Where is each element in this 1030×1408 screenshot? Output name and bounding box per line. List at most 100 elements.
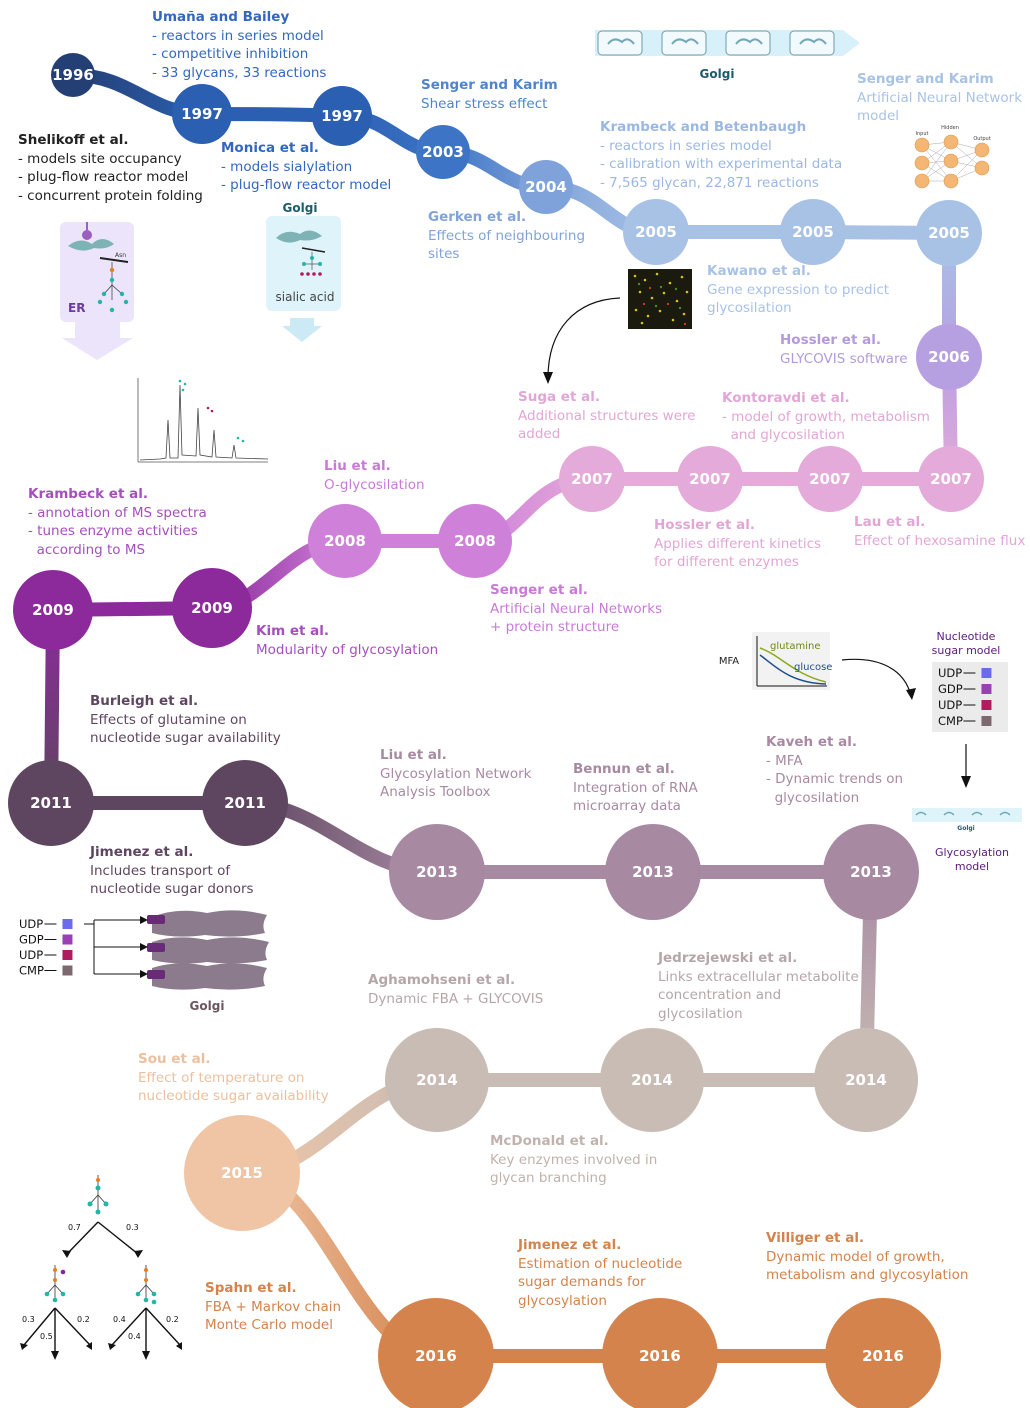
entry-line: Analysis Toolbox [380, 784, 491, 800]
ms-spectrum-illustration [137, 378, 269, 463]
prob-rm: 0.4 [128, 1332, 141, 1341]
node-2005-c: 2005 [916, 200, 982, 266]
entry-title: Monica et al. [221, 140, 319, 156]
sugar-color-swatch [981, 716, 992, 726]
entry-lau: Lau et al. Effect of hexosamine flux [854, 513, 1025, 550]
entry-line: microarray data [573, 798, 681, 814]
entry-line: Key enzymes involved in [490, 1151, 658, 1168]
nucleotide-sugar-model-label-2: sugar model [932, 644, 1001, 657]
glutamine-label: glutamine [770, 641, 821, 652]
entry-title: Liu et al. [324, 458, 391, 474]
nn-output-label: Output [973, 136, 990, 142]
entry-line: nucleotide sugar donors [90, 881, 254, 897]
neural-network-illustration: Input Hidden Output [914, 125, 991, 189]
entry-line: Integration of RNA [573, 779, 698, 796]
node-2016-c: 2016 [825, 1298, 941, 1408]
node-2006: 2006 [916, 324, 982, 390]
entry-line: Estimation of nucleotide [518, 1255, 683, 1272]
year-label: 2015 [221, 1164, 263, 1182]
year-label: 2007 [571, 470, 613, 488]
entry-umana-bailey: Umaña and Bailey - reactors in series mo… [152, 8, 326, 82]
entry-line: metabolism and glycosylation [766, 1267, 969, 1283]
year-label: 2009 [32, 601, 74, 619]
entry-title: Kaveh et al. [766, 734, 858, 750]
entry-line: glycan branching [490, 1170, 607, 1186]
markov-chain-tree: 0.7 0.3 0.3 0.5 0.2 0.4 0.4 0.2 [20, 1175, 182, 1360]
entry-title: Kawano et al. [707, 263, 811, 279]
node-2016-a: 2016 [378, 1298, 494, 1408]
er-label: ER [68, 301, 85, 315]
entry-line: Dynamic model of growth, [766, 1248, 945, 1265]
entry-title: Bennun et al. [573, 761, 675, 777]
node-2005-a: 2005 [623, 199, 689, 265]
entry-line: glycosilation [707, 300, 792, 316]
entry-title: Aghamohseni et al. [368, 972, 516, 988]
entry-line: Applies different kinetics [654, 535, 822, 552]
node-1996: 1996 [51, 53, 95, 97]
entry-title: Suga et al. [518, 389, 600, 405]
sialic-acid-label: sialic acid [276, 290, 335, 304]
node-2016-b: 2016 [602, 1298, 718, 1408]
entry-title: Shelikoff et al. [18, 132, 129, 148]
entry-aghamohseni: Aghamohseni et al. Dynamic FBA + GLYCOVI… [368, 971, 543, 1008]
prob-rr: 0.2 [166, 1315, 179, 1324]
entry-title: Burleigh et al. [90, 693, 199, 709]
entry-line: Glycosylation Network [380, 765, 532, 782]
sugar-label: UDP [19, 917, 43, 931]
entry-title: Krambeck et al. [28, 486, 148, 502]
node-2008-a: 2008 [308, 504, 382, 578]
sugar-label: CMP [19, 964, 44, 978]
entry-suga: Suga et al. Additional structures were a… [518, 388, 696, 444]
sugar-color-swatch [981, 684, 992, 694]
entry-villiger: Villiger et al. Dynamic model of growth,… [766, 1229, 968, 1285]
entry-liu-2: Liu et al. Glycosylation Network Analysi… [380, 746, 531, 802]
entry-kontoravdi: Kontoravdi et al. - model of growth, met… [722, 389, 930, 445]
year-label: 2004 [525, 178, 567, 196]
mfa-glycosylation-schematic: MFA glutamine glucose Nucleotide sugar m… [719, 630, 1022, 873]
glucose-label: glucose [794, 662, 832, 673]
entry-line: Links extracellular metabolite [658, 968, 859, 985]
year-label: 1996 [52, 66, 94, 84]
sugar-color-swatch [981, 668, 992, 678]
prob-lm: 0.5 [40, 1332, 53, 1341]
prob-ll: 0.3 [22, 1315, 35, 1324]
entry-line: sites [428, 246, 460, 262]
entry-bennun: Bennun et al. Integration of RNA microar… [573, 760, 698, 816]
prob-lr: 0.2 [77, 1315, 90, 1324]
year-label: 2008 [324, 532, 366, 550]
golgi-sialic-illustration: Golgi sialic acid [266, 201, 341, 342]
entry-hossler-2: Hossler et al. Applies different kinetic… [654, 516, 821, 572]
year-label: 2011 [224, 794, 266, 812]
entry-liu-1: Liu et al. O-glycosilation [324, 457, 425, 494]
entry-title: Kontoravdi et al. [722, 390, 850, 406]
entry-kim: Kim et al. Modularity of glycosylation [256, 622, 438, 659]
entry-title: Liu et al. [380, 747, 447, 763]
entry-title: Umaña and Bailey [152, 9, 290, 25]
entry-line: - concurrent protein folding [18, 187, 203, 204]
entry-line: according to MS [28, 541, 146, 558]
year-label: 2011 [30, 794, 72, 812]
golgi-label: Golgi [957, 825, 974, 832]
sugar-label: UDP [938, 698, 962, 712]
entry-title: Sou et al. [138, 1051, 211, 1067]
year-label: 2014 [416, 1071, 458, 1089]
year-label: 2003 [422, 143, 464, 161]
er-illustration: Asn ER [60, 222, 134, 360]
golgi-strip-illustration: Golgi [595, 30, 860, 81]
entry-line: - calibration with experimental data [600, 156, 843, 172]
entry-line: GLYCOVIS software [780, 350, 908, 367]
nucleotide-sugar-transport-diagram: Golgi [84, 910, 269, 1013]
entry-hossler-1: Hossler et al. GLYCOVIS software [780, 331, 908, 368]
entry-line: glycosilation [766, 789, 860, 806]
mfa-label: MFA [719, 656, 739, 667]
entry-line: Effects of glutamine on [90, 711, 247, 728]
node-2014-a: 2014 [385, 1028, 489, 1132]
entry-line: Monte Carlo model [205, 1317, 333, 1333]
node-2014-b: 2014 [600, 1028, 704, 1132]
entry-line: Effects of neighbouring [428, 227, 586, 244]
entry-title: Jimenez et al. [518, 1237, 622, 1253]
node-2005-b: 2005 [780, 199, 846, 265]
entry-line: - annotation of MS spectra [28, 504, 207, 521]
entry-line: - model of growth, metabolism [722, 408, 930, 425]
